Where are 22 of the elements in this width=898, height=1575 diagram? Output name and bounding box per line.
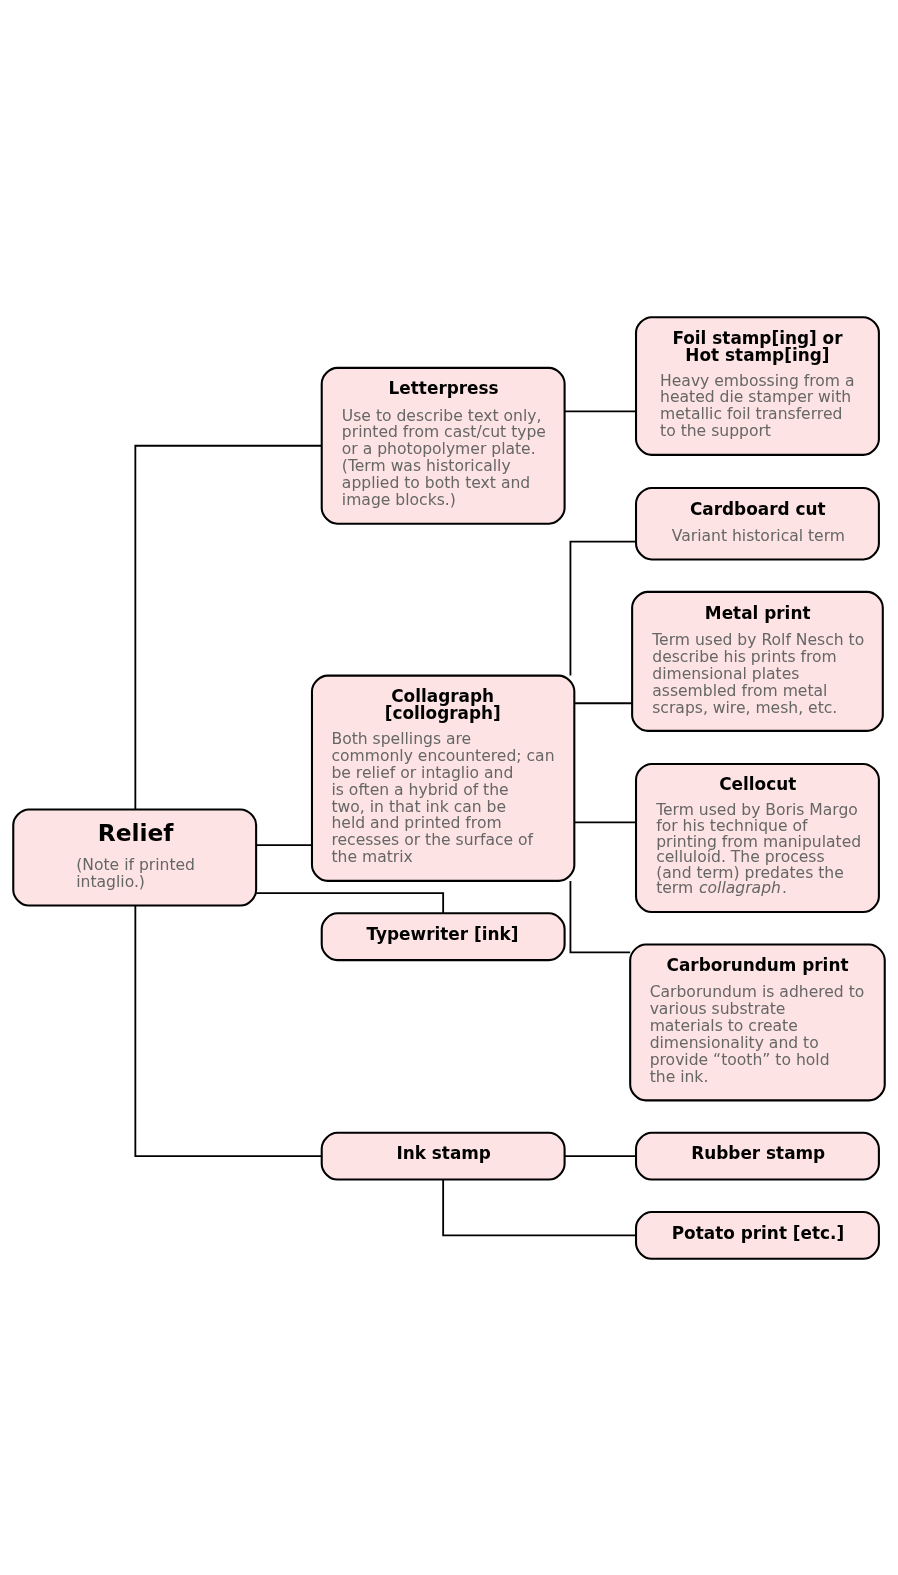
connector — [134, 444, 323, 810]
node-box: Collagraph [collograph] Both spellings are commonly encountered; can be relief or intaglio and is often a hybrid of the two, in that ink can be held and printed from recesses or the surface of the matrix — [310, 674, 576, 882]
node-box: Cardboard cut Variant historical term — [635, 486, 880, 560]
node-box: Cellocut Term used by Boris Margo for his technique of printing from manipulated celluloid. The process (and term) predates the term collagraph. — [635, 762, 880, 913]
node-box: Potato print [etc.] — [635, 1210, 880, 1260]
connector — [255, 843, 313, 846]
node-box: Typewriter [ink] — [320, 911, 566, 961]
node-box: Ink stamp — [320, 1131, 566, 1181]
connector — [563, 1154, 637, 1157]
connector — [563, 409, 637, 412]
connector — [573, 701, 633, 704]
connector — [569, 879, 632, 953]
node-box: Rubber stamp — [635, 1131, 880, 1181]
node-box: Letterpress Use to describe text only, printed from cast/cut type or a photopolymer plate. (Term was historically applied to both text and image blocks.) — [320, 366, 566, 525]
node-box: Carborundum print Carborundum is adhered to various substrate materials to create dimensionality and to provide “tooth” to hold the ink. — [629, 942, 886, 1101]
node-box: Foil stamp[ing] or Hot stamp[ing] Heavy embossing from a heated die stamper with metallic foil transferred to the support — [635, 315, 880, 456]
connector — [573, 821, 637, 823]
connector — [442, 1178, 637, 1236]
node-box: Relief (Note if printed intaglio.) — [12, 807, 258, 907]
node-box: Metal print Term used by Rolf Nesch to describe his prints from dimensional plates assembled from metal scraps, wire, mesh, etc. — [631, 590, 884, 732]
connector — [134, 904, 323, 1157]
connector — [569, 540, 637, 676]
